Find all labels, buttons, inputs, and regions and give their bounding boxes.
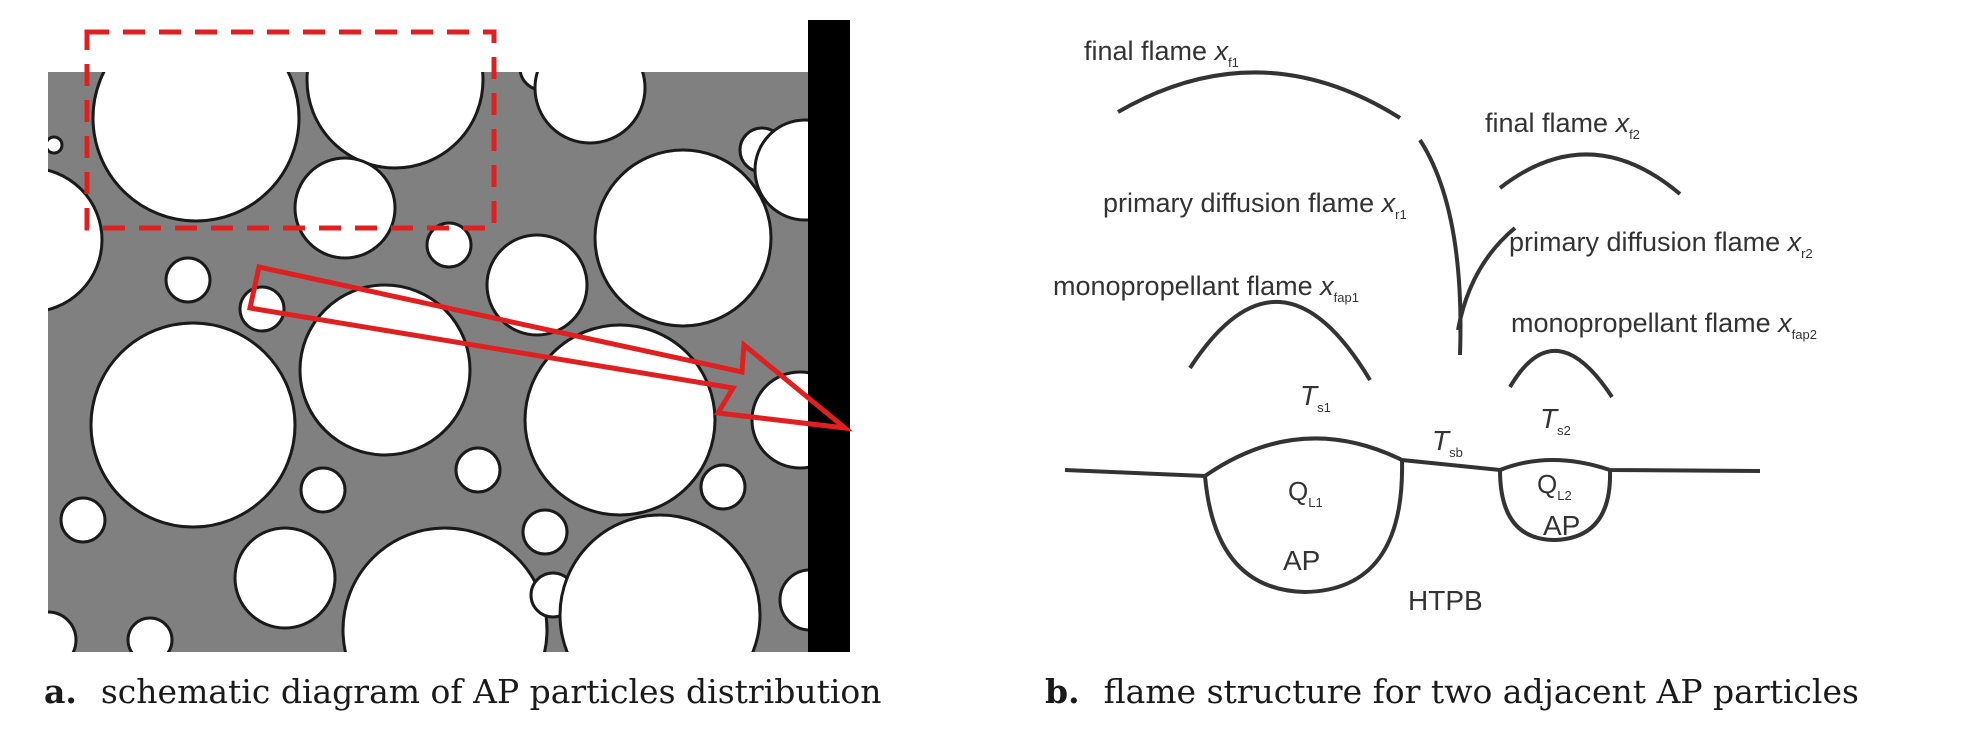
ap-particle [699,463,747,511]
ql1-label: QL1 [1288,476,1323,510]
ap-particle [299,466,347,514]
caption-b-text: flame structure for two adjacent AP part… [1103,672,1859,711]
caption-b: b. flame structure for two adjacent AP pa… [1045,672,1859,711]
ap-particle [533,72,647,145]
tsb-label: Tsb [1432,425,1463,460]
final-flame-2-curve [1498,152,1682,196]
burning-surface-line [1064,436,1761,479]
final-flame-1-label: final flame xf1 [1084,36,1239,70]
ap-particle-2-outline [1498,469,1613,543]
htpb-label: HTPB [1408,585,1483,616]
ap-particle [558,513,762,652]
ap-particle [778,568,808,632]
ap-particle [425,221,473,269]
ap-particle-1-outline [1203,459,1405,595]
monopropellant-flame-1-label: monopropellant flame xfap1 [1053,271,1359,305]
ap-particle [305,72,485,170]
ts1-label: Ts1 [1300,380,1331,415]
ap-particle [59,496,107,544]
ap-particle [298,283,472,457]
ap-particle [293,156,397,260]
caption-a-letter: a. [44,672,77,711]
ap-particle [233,526,337,630]
caption-b-letter: b. [1045,672,1080,711]
final-flame-2-label: final flame xf2 [1485,108,1640,142]
ap-particle [48,168,104,312]
ap-particle [164,256,212,304]
monopropellant-flame-2-curve [1508,348,1614,399]
ap-label-2: AP [1543,510,1580,541]
ap-particle [485,233,589,337]
primary-diffusion-flame-2-label: primary diffusion flame xr2 [1509,227,1813,261]
burning-surface-bar [808,20,850,652]
ap-particle [48,135,64,155]
monopropellant-flame-1-curve [1188,299,1372,382]
ap-particle [521,508,569,556]
ap-particle [126,616,174,652]
primary-diffusion-flame-1-label: primary diffusion flame xr1 [1103,188,1407,222]
ap-particle [523,323,717,517]
primary-diffusion-flame-2-curve [1456,226,1517,331]
flame-structure-panel: final flame xf1 final flame xf2 primary … [1053,36,1817,616]
primary-diffusion-flame-1-curve [1418,138,1463,356]
ap-particle [454,446,502,494]
ap-particle [89,321,297,529]
particle-distribution-panel [48,20,854,652]
ap-label-1: AP [1283,545,1320,576]
ap-particle [753,118,808,222]
ql2-label: QL2 [1537,469,1572,503]
ap-particle [593,148,773,328]
monopropellant-flame-2-label: monopropellant flame xfap2 [1511,308,1817,342]
ap-particles [48,72,808,652]
ap-particle [91,72,301,223]
ap-particle [341,526,549,652]
selection-dashed-box [84,29,497,231]
direction-arrow [246,264,854,432]
ts2-label: Ts2 [1540,403,1571,438]
final-flame-1-curve [1117,70,1402,120]
caption-a: a. schematic diagram of AP particles dist… [44,672,882,711]
caption-a-text: schematic diagram of AP particles distri… [100,672,882,711]
ap-particle [48,610,78,652]
